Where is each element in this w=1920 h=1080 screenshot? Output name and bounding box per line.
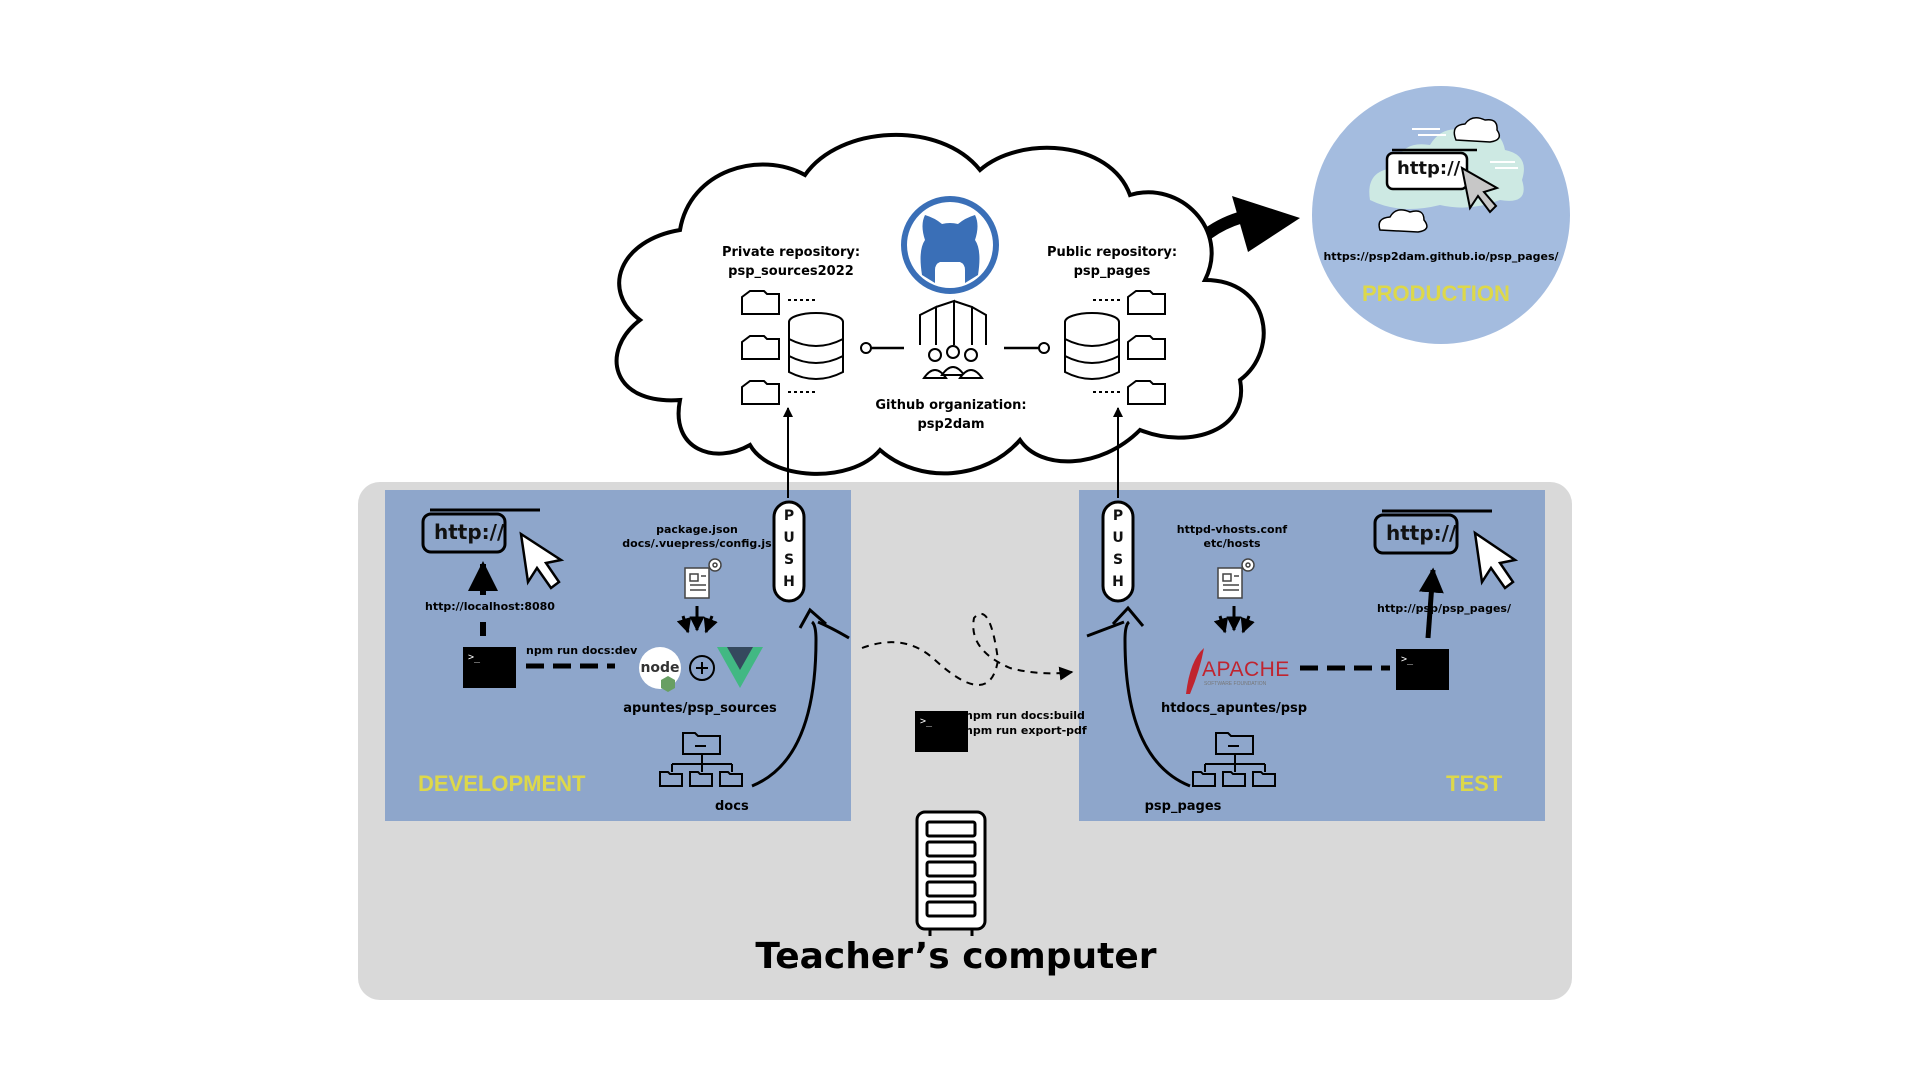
svg-text:>_: >_ xyxy=(1401,654,1414,665)
dev-command: npm run docs:dev xyxy=(526,644,638,657)
private-repo-label-1: Private repository: xyxy=(721,245,861,260)
test-browser-text: http:// xyxy=(1386,521,1457,545)
dev-docs-folder: docs xyxy=(715,799,749,814)
dev-terminal-icon xyxy=(463,647,516,688)
dev-browser-text: http:// xyxy=(434,520,505,544)
nodejs-logo-icon: node xyxy=(639,647,681,692)
organization-label-2: psp2dam xyxy=(917,417,985,432)
dev-config-file-icon xyxy=(684,558,722,599)
test-config-file-icon xyxy=(1217,558,1255,599)
test-panel xyxy=(1079,490,1545,821)
github-logo-icon xyxy=(901,196,999,294)
private-repo-label-2: psp_sources2022 xyxy=(728,264,854,279)
production-circle xyxy=(1312,86,1570,344)
server-rack-icon xyxy=(915,810,987,936)
build-command-2: npm run export-pdf xyxy=(965,724,1087,737)
private-repo-icon xyxy=(741,290,844,405)
test-config-file-1: httpd-vhosts.conf xyxy=(1176,523,1288,536)
test-local-url[interactable]: http://psp/psp_pages/ xyxy=(1377,602,1511,615)
build-command-1: npm run docs:build xyxy=(965,709,1085,722)
production-url[interactable]: https://psp2dam.github.io/psp_pages/ xyxy=(1323,250,1559,263)
test-config-file-2: etc/hosts xyxy=(1203,537,1261,550)
svg-text:>_: >_ xyxy=(468,652,481,663)
dev-browser-icon xyxy=(421,508,565,590)
test-terminal-icon xyxy=(1396,649,1449,690)
dev-folder-tree-icon xyxy=(659,732,743,787)
production-browser-text: http:// xyxy=(1397,158,1461,179)
apache-feather-icon xyxy=(1186,648,1204,694)
production-stamp: PRODUCTION xyxy=(1362,281,1510,306)
push-pill-test xyxy=(1101,500,1135,603)
dev-config-file-1: package.json xyxy=(656,523,738,536)
build-terminal-icon xyxy=(915,711,968,752)
apache-logo-text: APACHE xyxy=(1202,658,1290,681)
test-stamp: TEST xyxy=(1446,771,1503,796)
svg-text:>_: >_ xyxy=(920,716,933,727)
cursor-icon xyxy=(1460,166,1500,214)
dev-config-file-2: docs/.vuepress/config.js xyxy=(622,537,772,550)
dev-source-folder: apuntes/psp_sources xyxy=(623,701,777,716)
apache-logo-subtext: SOFTWARE FOUNDATION xyxy=(1204,681,1267,687)
development-stamp: DEVELOPMENT xyxy=(418,771,586,796)
svg-text:node: node xyxy=(640,660,679,676)
test-folder-tree-icon xyxy=(1192,732,1276,787)
organization-label-1: Github organization: xyxy=(875,398,1027,413)
push-pill-dev xyxy=(772,500,806,603)
teacher-computer-title: Teacher’s computer xyxy=(755,936,1157,977)
public-repo-label-2: psp_pages xyxy=(1073,264,1151,279)
test-htdocs-folder: htdocs_apuntes/psp xyxy=(1160,701,1308,716)
vue-logo-icon xyxy=(717,647,763,688)
test-browser-icon xyxy=(1373,509,1519,590)
test-pages-folder: psp_pages xyxy=(1144,799,1222,814)
dev-local-url[interactable]: http://localhost:8080 xyxy=(425,600,555,613)
organization-icon xyxy=(919,299,987,379)
public-repo-icon xyxy=(1064,290,1166,405)
public-repo-label-1: Public repository: xyxy=(1046,245,1178,260)
